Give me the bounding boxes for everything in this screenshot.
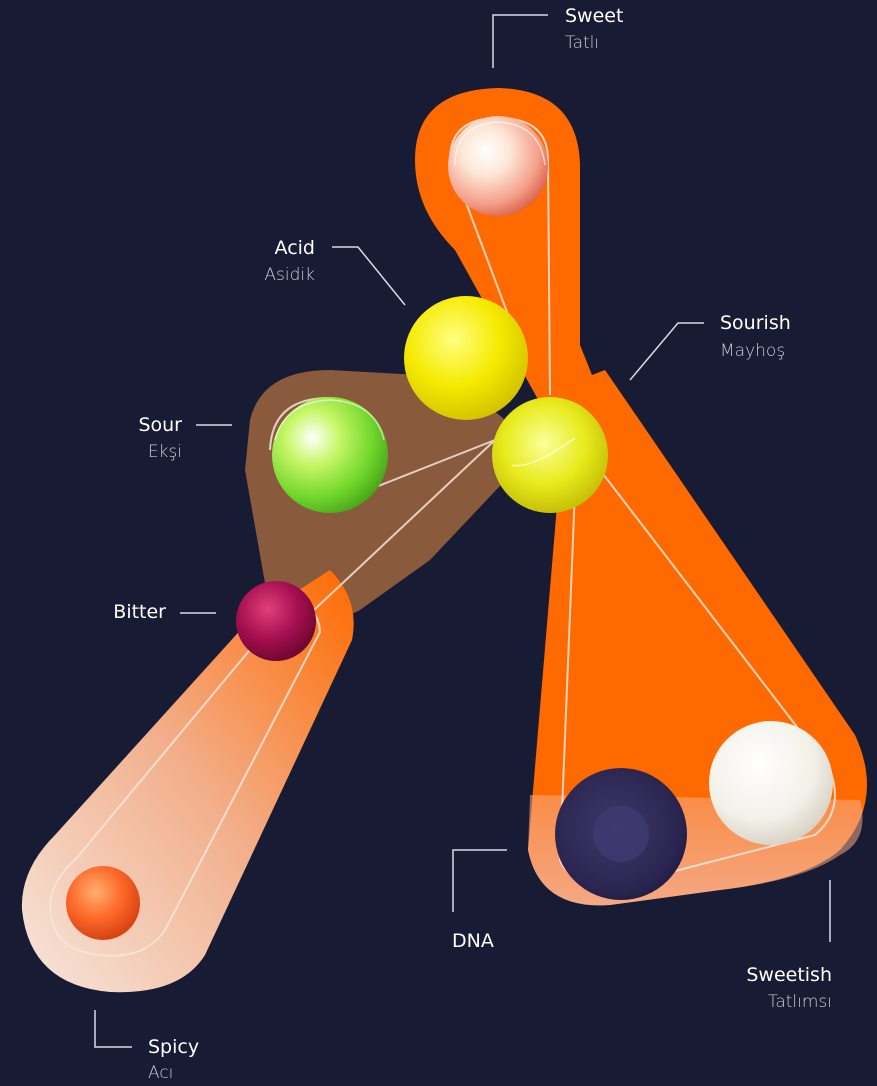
sourish-label: Sourish [720,311,791,335]
sweetish-sublabel: Tatlımsı [700,991,832,1013]
dna-core [593,806,649,862]
dna-label: DNA [452,929,494,953]
dna-leader [453,850,507,912]
sweet-sublabel: Tatlı [565,32,599,54]
sweet-label: Sweet [565,4,623,28]
sourish-sublabel: Mayhoş [720,340,785,362]
spicy-sphere [66,866,140,940]
acid-leader [332,247,405,305]
spicy-label: Spicy [148,1035,199,1059]
acid-label: Acid [215,236,315,260]
sour-sublabel: Ekşi [82,441,182,463]
bitter-label: Bitter [66,600,166,624]
sweetish-sphere [709,721,833,845]
bitter-sphere [236,581,316,661]
sourish-leader [630,323,704,380]
sour-label: Sour [82,413,182,437]
acid-sphere [404,296,528,420]
sweet-sphere [448,116,548,216]
spicy-leader [95,1010,132,1047]
sweet-leader [493,15,548,68]
spicy-sublabel: Acı [148,1062,173,1084]
sourish-sphere [492,397,608,513]
branch-shapes [22,88,867,992]
sweetish-label: Sweetish [700,963,832,987]
acid-sublabel: Asidik [215,264,315,286]
